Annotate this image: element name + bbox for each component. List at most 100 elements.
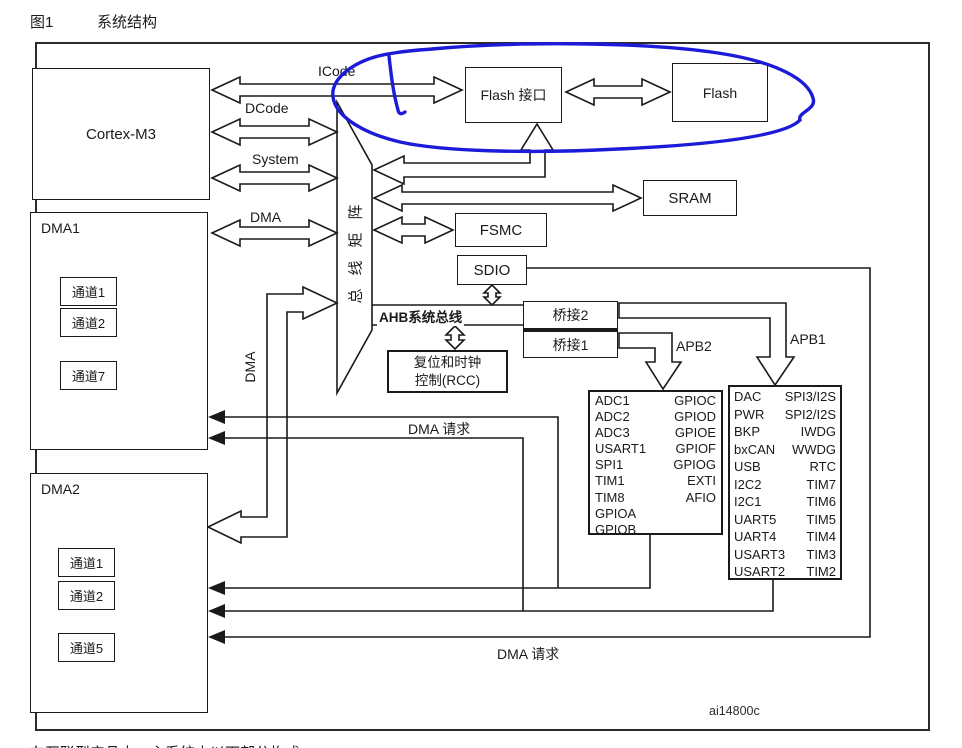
fsmc-bus-arrow bbox=[372, 215, 455, 245]
apb2-peripheral: GPIOC bbox=[674, 393, 716, 408]
apb2-arrow bbox=[618, 332, 683, 391]
dma-request-upper-label: DMA 请求 bbox=[408, 421, 471, 437]
apb1-peripheral: TIM4 bbox=[806, 529, 836, 544]
apb1-peripheral: SPI2/I2S bbox=[784, 406, 836, 422]
system-label: System bbox=[252, 151, 299, 167]
icode-label: ICode bbox=[318, 63, 356, 79]
apb1-arrow bbox=[618, 302, 796, 387]
dma2-request-arrowhead-2 bbox=[208, 604, 225, 618]
ahb-rcc-arrow bbox=[444, 324, 466, 351]
dma2-label: DMA2 bbox=[41, 481, 80, 497]
apb2-peripheral: GPIOF bbox=[675, 441, 716, 457]
apb1-peripheral: TIM7 bbox=[806, 476, 836, 492]
sram-bus-arrow bbox=[372, 183, 643, 213]
dcode-bus-arrow bbox=[210, 117, 339, 147]
figure-label: 图1 bbox=[30, 14, 54, 31]
dma2-request-line-sdio bbox=[216, 267, 871, 638]
dma1-request-line-apb2 bbox=[216, 416, 559, 588]
apb2-peripheral: EXTI bbox=[687, 473, 716, 489]
ahb-bus-label: AHB系统总线 bbox=[377, 306, 465, 326]
apb2-peripherals-left-column: ADC1 ADC2 ADC3 USART1 SPI1 TIM1 TIM8 GPI… bbox=[595, 393, 646, 538]
apb2-peripheral: GPIOG bbox=[673, 457, 716, 473]
dma2-block: DMA2 bbox=[30, 473, 208, 713]
apb1-peripheral: IWDG bbox=[800, 424, 836, 439]
dma2-channel-2-label: 通道2 bbox=[69, 589, 104, 604]
apb1-peripheral: UART4 bbox=[734, 529, 777, 544]
flash-interface-label: Flash 接口 bbox=[480, 87, 547, 103]
dma2-channel-5-label: 通道5 bbox=[69, 641, 104, 656]
dma2-master-bus-arrow bbox=[206, 285, 339, 545]
cortex-m3-block: Cortex-M3 bbox=[32, 68, 210, 200]
dma2-request-line-apb1 bbox=[216, 580, 774, 612]
apb2-peripheral: TIM8 bbox=[595, 489, 625, 505]
cortex-m3-label: Cortex-M3 bbox=[85, 125, 156, 143]
apb1-peripheral: TIM6 bbox=[806, 494, 836, 509]
dma1-request-arrowhead-2 bbox=[208, 431, 225, 445]
dma2-channel-1-label: 通道1 bbox=[69, 556, 104, 571]
dma2-request-line-apb2 bbox=[216, 535, 651, 589]
apb2-peripheral: ADC2 bbox=[595, 409, 630, 425]
dma2-channel-5: 通道5 bbox=[58, 633, 115, 662]
apb1-peripherals-block bbox=[728, 385, 842, 580]
dma1-channel-1: 通道1 bbox=[60, 277, 117, 306]
bus-matrix-label: 总线矩阵 bbox=[347, 191, 365, 304]
dma1-label: DMA1 bbox=[41, 220, 80, 236]
apb1-peripheral: TIM5 bbox=[806, 511, 836, 527]
flash-interface-block: Flash 接口 bbox=[465, 67, 562, 123]
apb1-peripheral: TIM3 bbox=[806, 546, 836, 562]
dma1-request-arrowhead-1 bbox=[208, 410, 225, 424]
apb1-peripherals-left-column: DAC PWR BKP bxCAN USB I2C2 I2C1 UART5 UA… bbox=[734, 388, 785, 581]
apb2-peripherals-block bbox=[588, 390, 723, 535]
apb1-label: APB1 bbox=[790, 331, 826, 347]
sdio-block: SDIO bbox=[457, 255, 527, 285]
apb2-peripheral: GPIOB bbox=[595, 521, 637, 537]
apb1-peripheral: USB bbox=[734, 459, 761, 474]
flash-label: Flash bbox=[702, 84, 738, 101]
apb1-peripheral: SPI3/I2S bbox=[784, 389, 836, 404]
sram-label: SRAM bbox=[668, 189, 712, 207]
dcode-label: DCode bbox=[245, 100, 289, 116]
cropped-caption-text: 在互联型产品中，主系统由以下部分构成： bbox=[30, 742, 315, 748]
rcc-block: 复位和时钟 控制(RCC) bbox=[387, 350, 508, 393]
rcc-label-line2: 控制(RCC) bbox=[414, 372, 481, 388]
apb1-peripherals-right-column: SPI3/I2S SPI2/I2S IWDG WWDG RTC TIM7 TIM… bbox=[766, 388, 836, 581]
dma-request-lower-label: DMA 请求 bbox=[497, 646, 560, 662]
bridge1-label: 桥接1 bbox=[552, 336, 589, 353]
apb2-peripheral: GPIOE bbox=[674, 425, 716, 441]
apb2-peripherals-right-column: GPIOC GPIOD GPIOE GPIOF GPIOG EXTI AFIO bbox=[648, 393, 716, 506]
apb1-peripheral: BKP bbox=[734, 424, 761, 439]
apb2-peripheral: GPIOA bbox=[595, 505, 637, 521]
apb2-peripheral: ADC1 bbox=[595, 393, 630, 408]
figure-id: ai14800c bbox=[709, 704, 760, 718]
dma2-channel-2: 通道2 bbox=[58, 581, 115, 610]
apb2-peripheral: ADC3 bbox=[595, 425, 630, 441]
apb1-peripheral: WWDG bbox=[791, 441, 836, 457]
sram-block: SRAM bbox=[643, 180, 737, 216]
apb1-peripheral: USART2 bbox=[734, 564, 786, 579]
apb2-peripheral: AFIO bbox=[685, 489, 716, 505]
apb1-peripheral: PWR bbox=[734, 406, 765, 422]
bridge1-block: 桥接1 bbox=[523, 329, 618, 358]
apb2-peripheral: USART1 bbox=[595, 441, 647, 457]
flash-block: Flash bbox=[672, 63, 768, 122]
sdio-ahb-arrow bbox=[482, 283, 502, 307]
dma1-channel-2-label: 通道2 bbox=[71, 316, 106, 331]
apb1-peripheral: I2C1 bbox=[734, 494, 762, 509]
apb1-peripheral: UART5 bbox=[734, 511, 777, 527]
dma2-request-arrowhead-1 bbox=[208, 581, 225, 595]
bridge2-block: 桥接2 bbox=[523, 301, 618, 329]
apb2-peripheral: TIM1 bbox=[595, 473, 625, 489]
sdio-label: SDIO bbox=[473, 261, 511, 279]
bridge2-label: 桥接2 bbox=[552, 307, 589, 323]
dma1-block: DMA1 bbox=[30, 212, 208, 450]
apb1-peripheral: I2C2 bbox=[734, 476, 762, 492]
dma-vertical-label: DMA bbox=[242, 351, 258, 383]
dma1-channel-2: 通道2 bbox=[60, 308, 117, 337]
dma1-channel-7: 通道7 bbox=[60, 361, 117, 390]
fsmc-block: FSMC bbox=[455, 213, 547, 247]
apb1-peripheral: bxCAN bbox=[734, 441, 776, 457]
dma1-channel-1-label: 通道1 bbox=[71, 285, 106, 300]
rcc-label-line1: 复位和时钟 bbox=[413, 354, 482, 370]
flash-interface-flash-arrow bbox=[564, 77, 672, 107]
apb2-peripheral: GPIOD bbox=[674, 409, 716, 425]
